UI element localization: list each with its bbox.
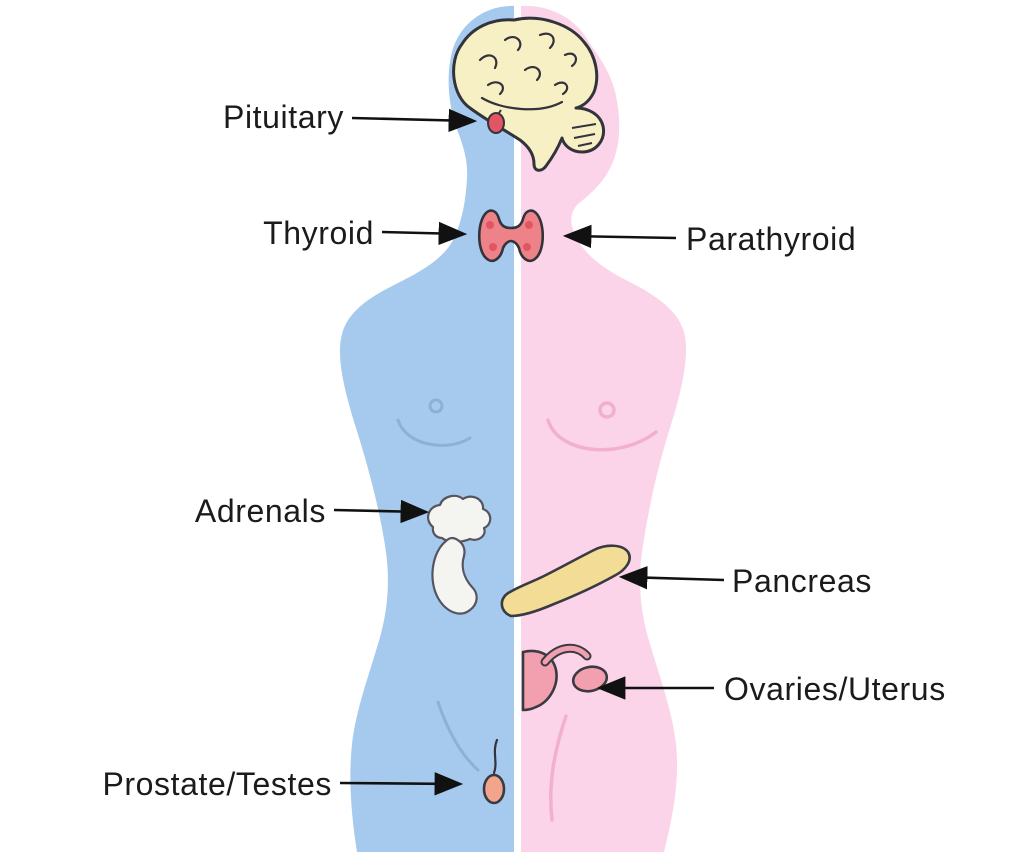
thyroid-gland [477,209,545,263]
chest-line-male [396,418,472,447]
pituitary-gland [487,109,505,134]
groin-line-female [549,714,568,822]
parathyroid-arrow [562,224,677,249]
adrenal-gland [427,494,492,615]
uterus [521,649,558,712]
fallopian-tube-fill [542,645,590,665]
pancreas-label: Pancreas [732,563,872,599]
center-divider [514,0,521,852]
prostate-testes-arrow [339,772,464,796]
adrenals-arrow [333,499,430,524]
parathyroid-dots [486,221,533,251]
nipple-male [428,398,444,414]
thyroid-label: Thyroid [263,215,374,251]
body-half-female [521,5,687,852]
kidney [431,536,478,615]
pancreas-gland [500,544,631,618]
body-half-male [339,5,517,852]
groin-line-male [436,700,480,772]
nipple-female [598,401,616,419]
testis [482,773,506,805]
prostate-testes-label: Prostate/Testes [102,766,332,802]
adrenals-label: Adrenals [195,493,326,529]
pituitary-label: Pituitary [223,99,344,135]
pituitary-arrow [351,108,478,133]
ovaries-uterus-label: Ovaries/Uterus [724,671,946,707]
pancreas-arrow [618,566,725,590]
brain [452,16,606,172]
parathyroid-label: Parathyroid [686,221,856,257]
breast-line-female [546,418,658,452]
thyroid-arrow [381,221,468,246]
prostate-testes [482,738,506,805]
ovaries-uterus [521,643,609,712]
